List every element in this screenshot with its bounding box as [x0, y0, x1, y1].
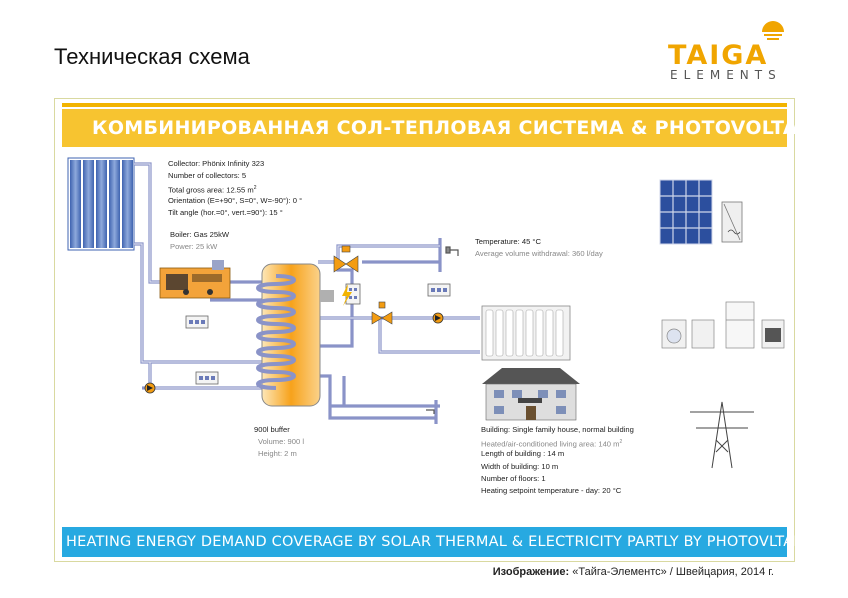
footer-band: HEATING ENERGY DEMAND COVERAGE BY SOLAR …	[62, 527, 808, 557]
house-icon	[482, 368, 580, 421]
footer-text: HEATING ENERGY DEMAND COVERAGE BY SOLAR …	[66, 534, 809, 550]
logo-word: TAIGA	[668, 40, 769, 71]
building-type: Building: Single family house, normal bu…	[481, 425, 634, 434]
page-title: Техническая схема	[54, 44, 250, 69]
buffer-height: Height: 2 m	[258, 449, 297, 459]
caption-text: «Тайга-Элементс» / Швейцария, 2014 г.	[572, 566, 774, 578]
boiler-power: Power: 25 kW	[170, 242, 218, 252]
collector-info: Collector: Phönix Infinity 323 Number of…	[168, 158, 302, 219]
hot-water-info: Temperature: 45 °C Average volume withdr…	[475, 236, 603, 260]
buffer-volume: Volume: 900 l	[258, 437, 305, 447]
collector-area: Total gross area: 12.55 m2	[168, 185, 257, 195]
building-length: Length of building : 14 m	[481, 449, 565, 459]
inverter-icon	[721, 201, 743, 243]
frame-top-rule	[62, 103, 787, 107]
building-floors: Number of floors: 1	[481, 473, 546, 483]
collector-orientation: Orientation (E=+90°, S=0°, W=-90°): 0 °	[168, 195, 303, 205]
radiator-icon	[481, 305, 571, 361]
header-band: КОМБИНИРОВАННАЯ СОЛ-ТЕПЛОВАЯ СИСТЕМА & P…	[62, 109, 819, 147]
electric-heater-lightning-icon	[342, 284, 352, 306]
photovoltaic-panel-icon	[659, 179, 713, 245]
power-pylon-icon	[690, 401, 754, 469]
buffer-name: 900l buffer	[254, 425, 290, 434]
solar-collector-array-icon	[67, 157, 135, 251]
circulation-pump-icon	[144, 312, 444, 394]
buffer-info: 900l buffer Volume: 900 l Height: 2 m	[254, 424, 304, 461]
logo-subword: ELEMENTS	[670, 68, 782, 82]
gas-boiler-icon	[159, 260, 231, 299]
hot-water-withdrawal: Average volume withdrawal: 360 l/day	[475, 249, 603, 259]
image-caption: Изображение: «Тайга-Элементс» / Швейцари…	[493, 566, 774, 578]
household-appliances-icon	[661, 301, 785, 349]
water-tap-icon	[426, 246, 459, 414]
mixing-valve-icon	[333, 245, 393, 325]
collector-tilt: Tilt angle (hor.=0°, vert.=90°): 15 °	[168, 207, 283, 217]
collector-name: Collector: Phönix Infinity 323	[168, 159, 265, 168]
hot-water-temperature: Temperature: 45 °C	[475, 237, 541, 246]
header-title: КОМБИНИРОВАННАЯ СОЛ-ТЕПЛОВАЯ СИСТЕМА & P…	[92, 117, 820, 139]
boiler-info: Boiler: Gas 25kW Power: 25 kW	[170, 229, 229, 253]
buffer-tank-icon	[256, 263, 334, 407]
collector-count: Number of collectors: 5	[168, 171, 247, 181]
building-width: Width of building: 10 m	[481, 461, 559, 471]
boiler-name: Boiler: Gas 25kW	[170, 230, 230, 239]
sun-logo-icon	[762, 21, 784, 40]
caption-label: Изображение:	[492, 566, 570, 578]
building-info: Building: Single family house, normal bu…	[481, 424, 634, 497]
taiga-elements-logo: TAIGA ELEMENTS	[668, 18, 786, 84]
building-area: Heated/air-conditioned living area: 140 …	[481, 439, 623, 449]
building-setpoint: Heating setpoint temperature - day: 20 °…	[481, 485, 622, 495]
